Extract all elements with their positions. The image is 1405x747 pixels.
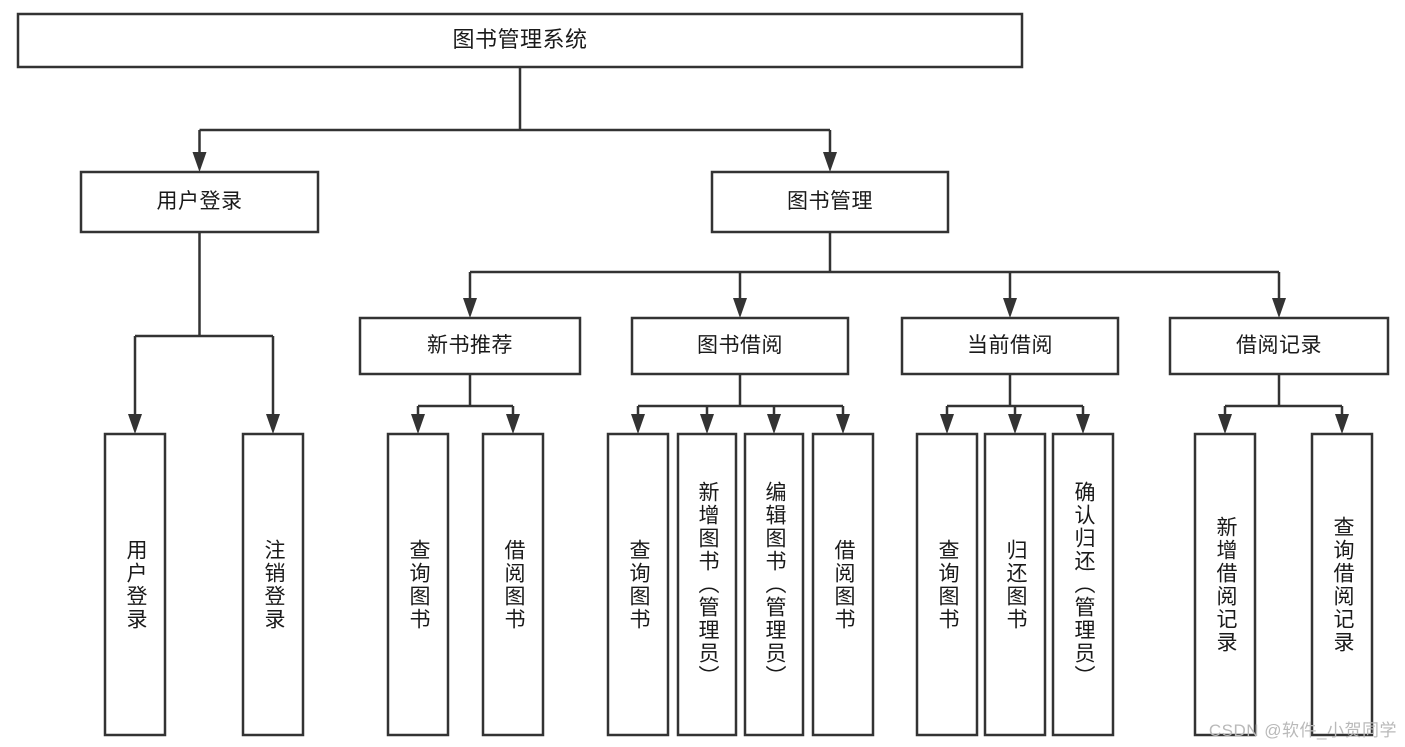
node-box-leaf-user-login[interactable] xyxy=(103,432,167,737)
node-box-leaf-query-record[interactable] xyxy=(1310,432,1374,737)
arrow-head-icon xyxy=(631,414,645,434)
node-box-new-book-rec[interactable] xyxy=(358,316,582,376)
node-box-leaf-query-book-2[interactable] xyxy=(606,432,670,737)
arrow-head-icon xyxy=(1335,414,1349,434)
node-box-book-borrow[interactable] xyxy=(630,316,850,376)
arrow-head-icon xyxy=(1218,414,1232,434)
arrow-head-icon xyxy=(1003,298,1017,318)
node-box-user-login[interactable] xyxy=(79,170,320,234)
arrow-head-icon xyxy=(823,152,837,172)
arrow-head-icon xyxy=(733,298,747,318)
node-box-leaf-user-logout[interactable] xyxy=(241,432,305,737)
node-box-current-borrow[interactable] xyxy=(900,316,1120,376)
edges-layer xyxy=(128,67,1349,434)
arrow-head-icon xyxy=(128,414,142,434)
node-box-leaf-add-record[interactable] xyxy=(1193,432,1257,737)
node-box-leaf-add-book[interactable] xyxy=(676,432,738,737)
node-box-root[interactable] xyxy=(16,12,1024,69)
node-box-leaf-query-book-1[interactable] xyxy=(386,432,450,737)
arrow-head-icon xyxy=(767,414,781,434)
arrow-head-icon xyxy=(836,414,850,434)
watermark-text: CSDN @软件_小贺同学 xyxy=(1208,721,1397,740)
arrow-head-icon xyxy=(463,298,477,318)
arrow-head-icon xyxy=(940,414,954,434)
arrow-head-icon xyxy=(506,414,520,434)
node-box-leaf-return-book[interactable] xyxy=(983,432,1047,737)
arrow-head-icon xyxy=(1008,414,1022,434)
node-box-leaf-confirm-return[interactable] xyxy=(1051,432,1115,737)
node-box-leaf-edit-book[interactable] xyxy=(743,432,805,737)
arrow-head-icon xyxy=(266,414,280,434)
arrow-head-icon xyxy=(192,152,207,172)
node-box-borrow-record[interactable] xyxy=(1168,316,1390,376)
arrow-head-icon xyxy=(1076,414,1090,434)
nodes-layer xyxy=(16,12,1390,737)
node-box-leaf-query-book-3[interactable] xyxy=(915,432,979,737)
node-box-book-manage[interactable] xyxy=(710,170,950,234)
arrow-head-icon xyxy=(700,414,714,434)
node-box-leaf-borrow-book-1[interactable] xyxy=(481,432,545,737)
node-box-leaf-borrow-book-2[interactable] xyxy=(811,432,875,737)
arrow-head-icon xyxy=(1272,298,1286,318)
arrow-head-icon xyxy=(411,414,425,434)
